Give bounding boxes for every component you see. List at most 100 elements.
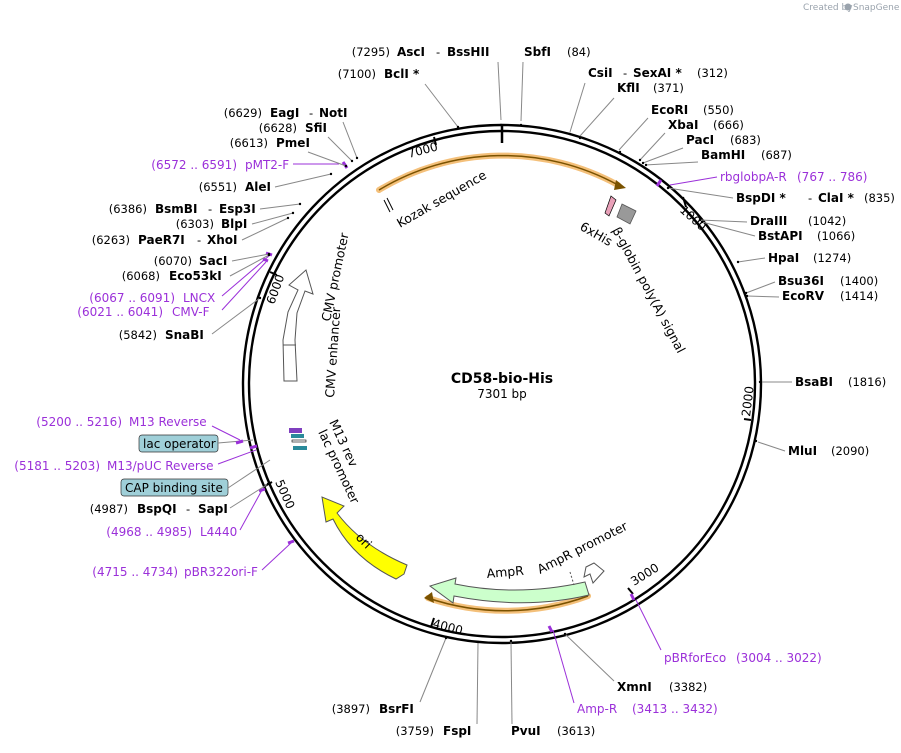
site-paer7i-label-leader [241, 217, 289, 241]
site-snabi-label-part-1: SnaBI [165, 328, 204, 342]
cut-site-dot-27 [329, 172, 333, 176]
site-eco53ki-label-part-1: Eco53kI [169, 269, 222, 283]
ampr-promoter-feature[interactable] [583, 562, 605, 584]
cut-site-dot-14 [758, 380, 762, 384]
snapgene-logo-icon [844, 3, 852, 11]
cut-site-dot-3 [578, 136, 582, 140]
site-bsmbi-label-part-1: BsmBI [155, 202, 197, 216]
cmv-enhancer-promoter-feature[interactable] [282, 269, 314, 382]
primer-pbrforeco-label-leader [635, 599, 662, 651]
ampr-label: AmpR [486, 563, 525, 581]
site-hpai-label-part-0: HpaI [768, 251, 799, 265]
cut-site-dot-17 [509, 639, 513, 643]
site-bsabi-label-part-1: (1816) [848, 375, 886, 389]
site-alei-label-part-0: (6551) [199, 180, 237, 194]
site-pvui-label-leader [510, 641, 513, 725]
site-cap-leader-leader [227, 459, 271, 489]
site-bspqi-label-part-0: (4987) [90, 502, 128, 516]
badge-cap-binding[interactable]: CAP binding site [120, 478, 229, 497]
site-paci-label-part-1: (683) [730, 133, 761, 147]
primer-ampr-label-part-0: Amp-R [577, 702, 617, 716]
site-xmni-label-leader [564, 633, 615, 682]
m13-rev-feature[interactable] [289, 428, 302, 433]
site-sfii-label-part-0: (6628) [259, 121, 297, 135]
site-bspdi-label-part-0: BspDI * [736, 191, 786, 205]
site-bstapi-label-leader [701, 221, 756, 237]
primer-pbrforeco-label-part-1: (3004 .. 3022) [736, 651, 822, 665]
kozak-mark-1 [383, 199, 391, 213]
site-bspqi-label-leader [229, 483, 269, 509]
bglobin-polya-label: β-globin poly(A) signal [609, 224, 688, 355]
tick-2000 [743, 418, 752, 421]
site-paer7i-label-part-3: XhoI [207, 233, 238, 247]
site-bcli-label-leader [424, 83, 459, 128]
kozak-mark-2 [386, 197, 394, 211]
his-tag-feature[interactable] [604, 195, 617, 217]
cut-site-dot-0 [499, 123, 503, 127]
cut-site-dot-31 [456, 125, 460, 129]
site-eagi-label-leader [342, 121, 358, 159]
cut-site-dot-23 [267, 252, 271, 256]
cut-site-dot-8 [666, 186, 670, 190]
site-ecori-label-leader [618, 117, 649, 151]
primer-lncx-label-part-1: LNCX [183, 291, 215, 305]
site-bcli-label-part-0: (7100) [338, 67, 376, 81]
site-blpi-label-part-1: BlpI [221, 217, 247, 231]
orf-arrowhead-top [614, 180, 626, 190]
primer-cmvf-label-leader [221, 261, 267, 311]
badge-lac-operator[interactable]: lac operator [138, 434, 219, 453]
ampr-feature[interactable] [428, 577, 590, 604]
primer-lncx-label-leader [221, 254, 271, 297]
site-bsrfi-label-part-1: BsrFI [379, 702, 414, 716]
primer-cmvf-label-part-1: CMV-F [172, 305, 210, 319]
tick-label-5000: 5000 [272, 478, 297, 512]
site-pmei-label-part-0: (6613) [230, 136, 268, 150]
cut-site-dot-20 [266, 482, 270, 486]
site-fspi-label-part-0: (3759) [396, 724, 434, 738]
cut-site-dot-19 [444, 636, 448, 640]
primer-l4440-label-binding-mark [258, 487, 266, 493]
site-draiii-label-part-0: DraIII [750, 214, 787, 228]
site-draiii-label-leader [699, 219, 748, 223]
cut-site-dot-26 [298, 202, 302, 206]
primer-pbr322ori-label-binding-mark [287, 539, 295, 545]
site-csii-label-part-3: (312) [697, 66, 728, 80]
primer-m13rev-label-binding-mark [235, 439, 244, 445]
cut-site-dot-13 [745, 294, 749, 298]
site-bamhi-label-part-0: BamHI [701, 148, 745, 162]
site-asci-label-part-1: AscI [397, 45, 425, 59]
site-bspqi-label-part-1: BspQI [137, 502, 177, 516]
primer-rbglobpa-label-part-0: rbglobpA-R [720, 170, 787, 184]
site-bspqi-label-part-3: SapI [198, 502, 228, 516]
site-csii-label-part-0: CsiI [588, 66, 613, 80]
site-bsu36i-label-leader [745, 281, 776, 294]
site-paci-label-part-0: PacI [686, 133, 714, 147]
primer-rbglobpa-label-leader [669, 176, 718, 186]
cap-site-feature[interactable] [293, 446, 307, 450]
site-bsmbi-label-part-2: - [208, 202, 212, 216]
tick-3000 [627, 587, 634, 595]
badge-cap-binding-text: CAP binding site [125, 481, 223, 495]
primer-ampr-label-binding-mark [547, 625, 554, 633]
cut-site-dot-9 [698, 218, 702, 222]
site-sbfi-label-leader [520, 61, 524, 122]
primer-l4440-label-leader [239, 489, 263, 531]
tick-label-2000: 2000 [739, 385, 757, 417]
site-xbai-label-leader [639, 132, 666, 161]
lac-operator-feature[interactable] [291, 434, 304, 438]
bglobin-polya-feature[interactable] [616, 203, 637, 225]
brand-prefix: Created by [803, 3, 853, 13]
ori-feature[interactable] [321, 496, 408, 580]
cut-site-dot-2 [568, 132, 572, 136]
site-kfli-label-leader [579, 97, 615, 137]
cut-site-dot-28 [344, 164, 348, 168]
primer-cmvf-label-binding-mark [262, 257, 269, 263]
lac-promoter-feature[interactable] [291, 439, 307, 443]
site-bspdi-label-part-1: - [808, 191, 812, 205]
site-eagi-label-part-0: (6629) [224, 106, 262, 120]
site-paer7i-label-part-0: (6263) [92, 233, 130, 247]
snapgene-brand: Created by SnapGene [803, 3, 900, 13]
brand-name: SnapGene [853, 3, 900, 13]
